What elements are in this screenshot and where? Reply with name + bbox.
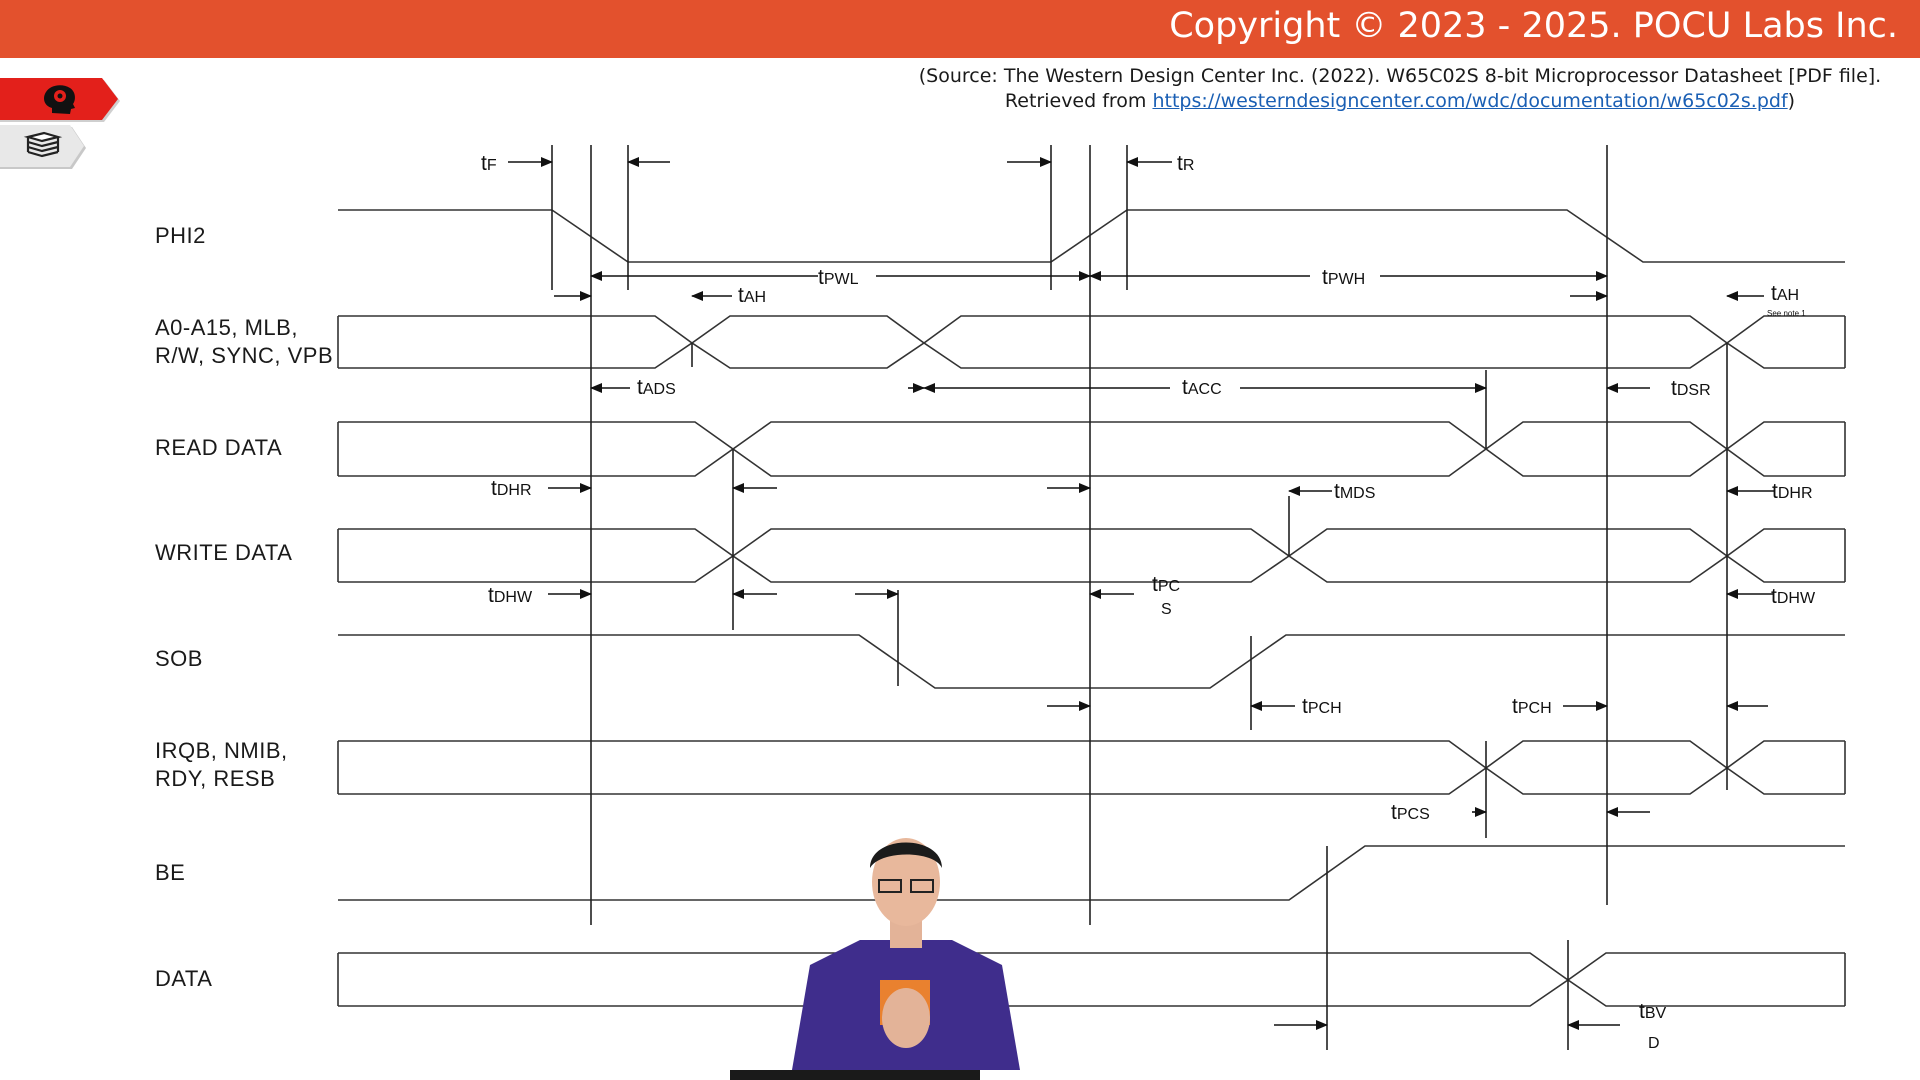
waveform-data	[337, 952, 1846, 1007]
timing-label-tbvd-wrap: D	[1648, 1035, 1660, 1052]
brain-head-icon	[44, 85, 75, 114]
waveform-sob	[338, 634, 1845, 689]
timing-label-tah-1: tAH	[738, 284, 766, 307]
see-note-label: See note 1	[1767, 309, 1806, 318]
waveform-phi2	[338, 209, 1845, 263]
signal-label-data: DATA	[155, 966, 213, 991]
timing-label-tdhw-1: tDHW	[488, 584, 533, 607]
timing-label-tpcs-1-wrap: S	[1161, 601, 1172, 618]
timing-label-tads: tADS	[637, 376, 676, 399]
signal-label-addr-2: R/W, SYNC, VPB	[155, 343, 334, 368]
timing-label-tdhr-1: tDHR	[491, 477, 532, 500]
signal-label-irq-2: RDY, RESB	[155, 766, 276, 791]
waveform-address-bus	[337, 315, 1846, 369]
timing-label-tah-2: tAH	[1771, 282, 1799, 305]
signal-label-read-data: READ DATA	[155, 435, 283, 460]
copyright-text: Copyright © 2023 - 2025. POCU Labs Inc.	[1169, 6, 1898, 46]
source-citation: (Source: The Western Design Center Inc. …	[900, 64, 1900, 114]
timing-label-tdhr-2: tDHR	[1772, 480, 1813, 503]
timing-label-tpwh: tPWH	[1322, 266, 1365, 289]
source-line-2: Retrieved from https://westerndesigncent…	[900, 89, 1900, 114]
timing-label-tr: tR	[1177, 152, 1194, 175]
signal-label-sob: SOB	[155, 646, 203, 671]
timing-label-tmds: tMDS	[1334, 480, 1375, 503]
signal-label-irq-1: IRQB, NMIB,	[155, 738, 288, 763]
waveform-irq	[337, 740, 1846, 795]
timing-label-tpwl: tPWL	[818, 266, 859, 289]
timing-label-tpcs-1: tPC	[1152, 573, 1180, 596]
nav-tab-books[interactable]	[0, 125, 92, 169]
signal-label-phi2: PHI2	[155, 223, 206, 248]
signal-label-be: BE	[155, 860, 186, 885]
timing-label-tpch-1: tPCH	[1302, 695, 1342, 718]
waveform-write-data	[337, 528, 1846, 583]
timing-label-tpcs-2: tPCS	[1391, 801, 1430, 824]
signal-label-write-data: WRITE DATA	[155, 540, 293, 565]
books-stack-icon	[23, 131, 63, 158]
header-bar: Copyright © 2023 - 2025. POCU Labs Inc.	[0, 0, 1920, 58]
source-line-1: (Source: The Western Design Center Inc. …	[918, 65, 1882, 87]
timing-label-tdhw-2: tDHW	[1771, 585, 1816, 608]
reference-lines	[551, 145, 1728, 1050]
timing-label-tf: tF	[481, 152, 497, 175]
timing-arrows	[508, 157, 1774, 1030]
waveform-read-data	[337, 421, 1846, 477]
timing-label-tpch-2: tPCH	[1512, 695, 1552, 718]
source-suffix: )	[1787, 90, 1796, 112]
timing-label-tdsr: tDSR	[1671, 377, 1711, 400]
timing-label-tacc: tACC	[1182, 376, 1222, 399]
source-retrieved-prefix: Retrieved from	[1004, 90, 1153, 112]
presenter-video	[730, 838, 1020, 1080]
nav-tab-brain[interactable]	[0, 78, 122, 122]
waveform-be	[338, 845, 1845, 901]
source-link[interactable]: https://westerndesigncenter.com/wdc/docu…	[1152, 90, 1788, 112]
signal-label-addr-1: A0-A15, MLB,	[155, 315, 298, 340]
timing-label-tbvd: tBV	[1639, 1000, 1667, 1023]
